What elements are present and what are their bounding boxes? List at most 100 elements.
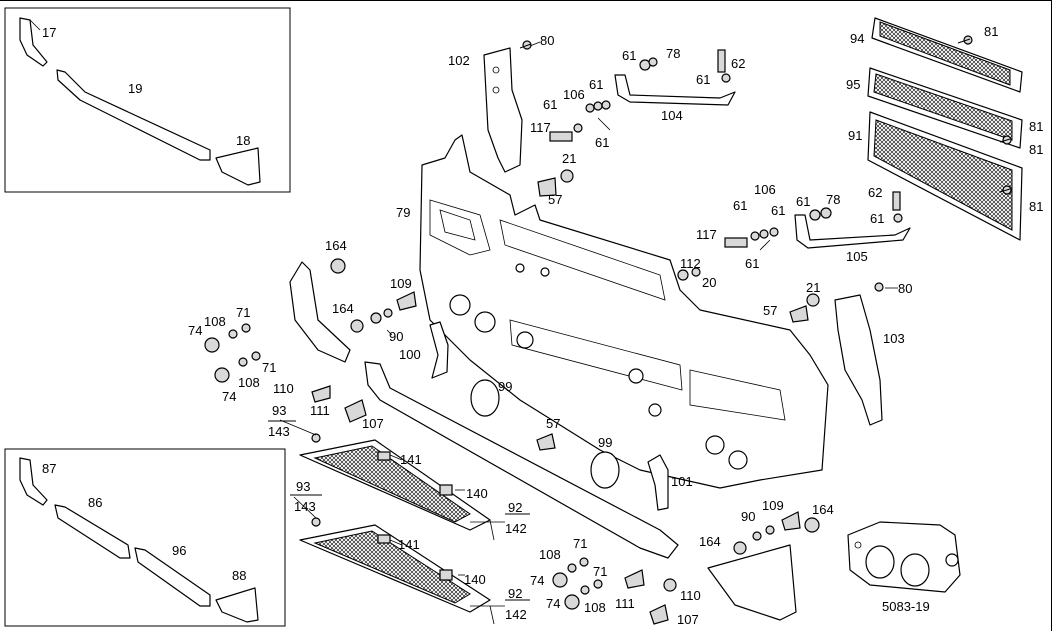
label-100: 100 bbox=[399, 347, 421, 362]
label-87: 87 bbox=[42, 461, 56, 476]
label-74-a: 74 bbox=[188, 323, 202, 338]
label-92-a: 92 bbox=[508, 500, 522, 515]
label-112: 112 bbox=[680, 256, 701, 271]
part-101 bbox=[647, 454, 669, 511]
label-61-a: 61 bbox=[622, 48, 636, 63]
label-62-right: 62 bbox=[868, 185, 882, 200]
label-90-left: 90 bbox=[389, 329, 403, 344]
label-17: 17 bbox=[42, 25, 56, 40]
label-96: 96 bbox=[172, 543, 186, 558]
label-108-c: 108 bbox=[539, 547, 561, 562]
label-61-i: 61 bbox=[745, 256, 759, 271]
label-103: 103 bbox=[883, 331, 905, 346]
label-141-b: 141 bbox=[398, 537, 420, 552]
label-81-b: 81 bbox=[1029, 119, 1043, 134]
label-117-right: 117 bbox=[696, 227, 717, 242]
label-142-b: 142 bbox=[505, 607, 527, 622]
part-88 bbox=[215, 587, 259, 623]
part-87 bbox=[19, 457, 48, 506]
label-61-j: 61 bbox=[870, 211, 884, 226]
label-99-left: 99 bbox=[498, 379, 512, 394]
corner-right-cover bbox=[707, 544, 797, 621]
label-108-d: 108 bbox=[584, 600, 606, 615]
label-71-b: 71 bbox=[262, 360, 276, 375]
part-17 bbox=[19, 17, 48, 67]
label-80-right: 80 bbox=[898, 281, 912, 296]
label-19: 19 bbox=[128, 81, 142, 96]
label-142-a: 142 bbox=[505, 521, 527, 536]
label-21-top: 21 bbox=[562, 151, 576, 166]
lower-trim-strip bbox=[364, 361, 679, 559]
part-99-right bbox=[590, 451, 620, 489]
label-62-top: 62 bbox=[731, 56, 745, 71]
label-71-d: 71 bbox=[593, 564, 607, 579]
label-71-c: 71 bbox=[573, 536, 587, 551]
part-100 bbox=[429, 321, 449, 379]
bumper-79 bbox=[419, 134, 829, 489]
part-103 bbox=[834, 294, 883, 426]
label-104: 104 bbox=[661, 108, 683, 123]
label-164-d: 164 bbox=[699, 534, 721, 549]
label-164-b: 164 bbox=[332, 301, 354, 316]
label-61-f: 61 bbox=[733, 198, 747, 213]
label-71-a: 71 bbox=[236, 305, 250, 320]
label-109-left: 109 bbox=[390, 276, 412, 291]
label-81-a: 81 bbox=[984, 24, 998, 39]
label-108-a: 108 bbox=[204, 314, 226, 329]
label-102: 102 bbox=[448, 53, 470, 68]
label-107-right: 107 bbox=[677, 612, 699, 627]
label-61-b: 61 bbox=[696, 72, 710, 87]
part-99-left bbox=[470, 379, 500, 417]
label-61-e: 61 bbox=[595, 135, 609, 150]
leader-lines bbox=[268, 41, 898, 625]
label-61-h: 61 bbox=[796, 194, 810, 209]
inset-top-left bbox=[4, 7, 291, 193]
part-19 bbox=[56, 69, 211, 161]
label-110-left: 110 bbox=[273, 381, 294, 396]
label-143-b: 143 bbox=[294, 499, 316, 514]
label-91: 91 bbox=[848, 128, 862, 143]
label-81-c: 81 bbox=[1029, 142, 1043, 157]
label-78-top: 78 bbox=[666, 46, 680, 61]
label-86: 86 bbox=[88, 495, 102, 510]
label-61-c: 61 bbox=[589, 77, 603, 92]
label-61-d: 61 bbox=[543, 97, 557, 112]
label-164-a: 164 bbox=[325, 238, 347, 253]
label-106-top: 106 bbox=[563, 87, 585, 102]
part-18 bbox=[215, 147, 261, 186]
label-81-d: 81 bbox=[1029, 199, 1043, 214]
label-18: 18 bbox=[236, 133, 250, 148]
label-107-left: 107 bbox=[362, 416, 384, 431]
label-111-right: 111 bbox=[615, 596, 635, 611]
fasteners bbox=[204, 35, 1012, 625]
tail-lamp-thumbnail bbox=[847, 521, 961, 593]
label-95: 95 bbox=[846, 77, 860, 92]
label-105: 105 bbox=[846, 249, 868, 264]
label-93-b: 93 bbox=[296, 479, 310, 494]
part-96 bbox=[134, 547, 211, 607]
label-108-b: 108 bbox=[238, 375, 260, 390]
label-57-right: 57 bbox=[763, 303, 777, 318]
part-104 bbox=[614, 74, 736, 106]
part-labels: 17 19 18 87 86 96 88 102 80 61 78 62 61 … bbox=[42, 24, 1043, 627]
label-61-g: 61 bbox=[771, 203, 785, 218]
part-86 bbox=[54, 504, 131, 559]
label-94: 94 bbox=[850, 31, 864, 46]
label-79: 79 bbox=[396, 205, 410, 220]
label-74-b: 74 bbox=[222, 389, 236, 404]
part-105 bbox=[794, 214, 911, 249]
label-92-b: 92 bbox=[508, 586, 522, 601]
label-57-mid: 57 bbox=[546, 416, 560, 431]
label-140-b: 140 bbox=[464, 572, 486, 587]
part-110-left bbox=[289, 261, 351, 363]
grille-group bbox=[867, 17, 1023, 241]
label-74-d: 74 bbox=[546, 596, 560, 611]
label-90-right: 90 bbox=[741, 509, 755, 524]
label-164-c: 164 bbox=[812, 502, 834, 517]
figure-code: 5083-19 bbox=[882, 599, 930, 614]
label-21-right: 21 bbox=[806, 280, 820, 295]
label-78-right: 78 bbox=[826, 192, 840, 207]
label-88: 88 bbox=[232, 568, 246, 583]
inset-bottom-left bbox=[4, 448, 286, 627]
